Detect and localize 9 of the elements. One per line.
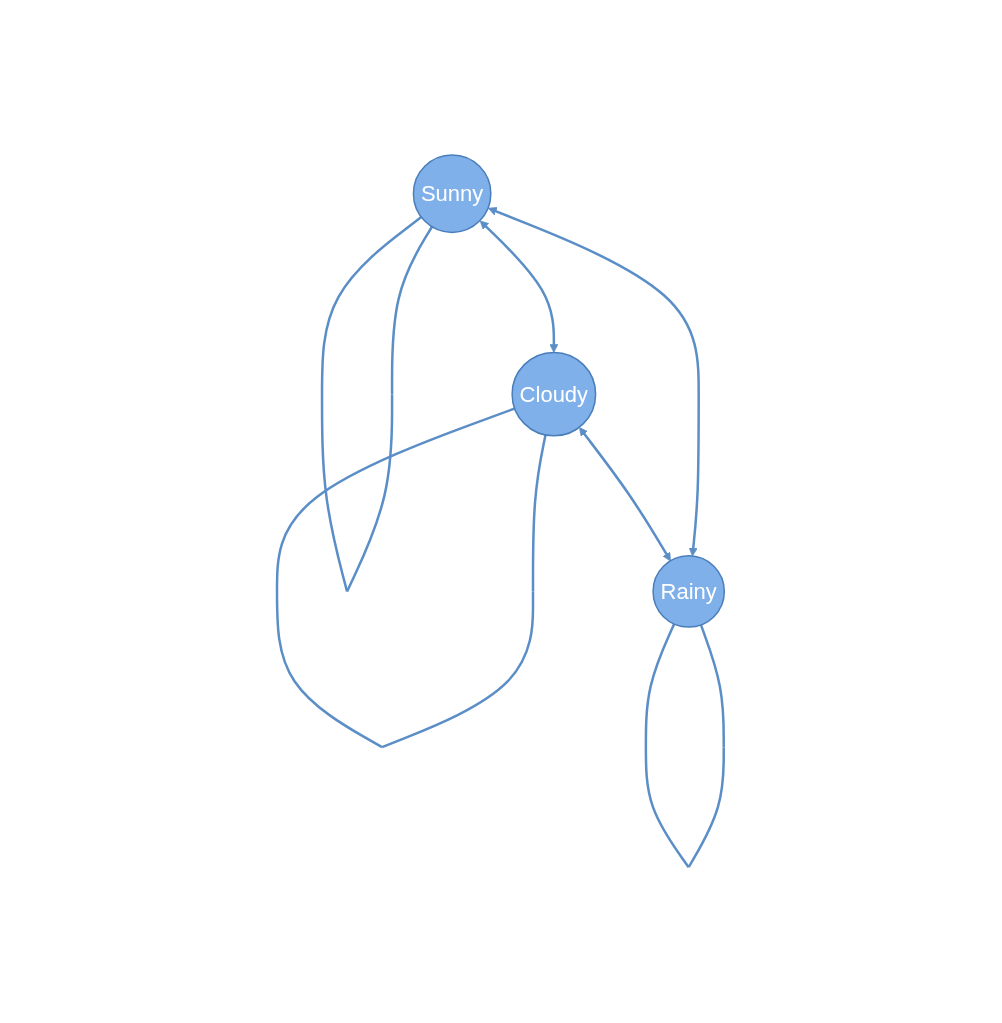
connector bbox=[276, 407, 548, 749]
connector bbox=[644, 623, 726, 869]
node-circle: Cloudy bbox=[511, 351, 597, 437]
arrow bbox=[579, 427, 672, 562]
connector bbox=[321, 216, 434, 593]
node-circle: Rainy bbox=[652, 555, 726, 629]
node-circle: Sunny bbox=[413, 154, 492, 234]
arrow bbox=[480, 220, 559, 354]
arrow bbox=[488, 207, 701, 557]
